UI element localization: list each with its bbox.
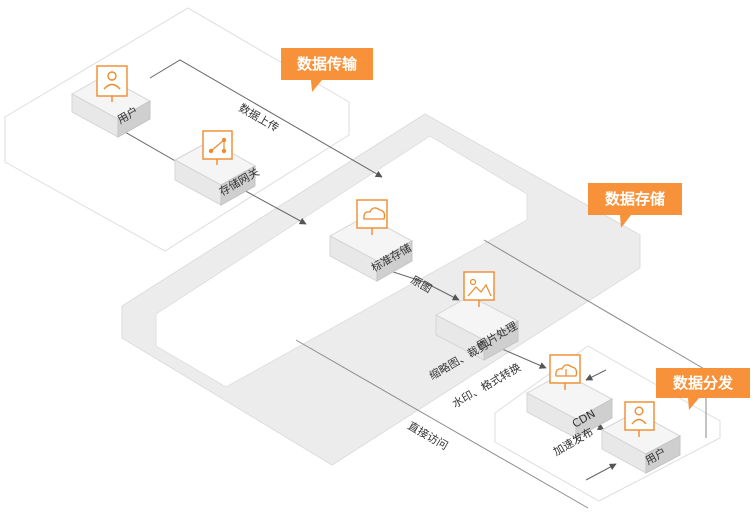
- cdn-monitor-icon: [549, 354, 581, 390]
- node-gateway[interactable]: 存储网关: [173, 130, 262, 206]
- edge-label-direct: 直接访问: [406, 418, 451, 452]
- node-user-bottom[interactable]: 用户: [600, 401, 682, 474]
- node-user-top[interactable]: 用户: [70, 65, 152, 138]
- node-standard-storage[interactable]: 标准存储: [328, 199, 414, 282]
- edge-gateway-storage: [239, 187, 307, 225]
- callout-storage: 数据存储: [588, 183, 682, 228]
- user-monitor-icon: [624, 401, 655, 437]
- callout-distribution: 数据分发: [656, 368, 750, 410]
- callout-transfer-text: 数据传输: [297, 55, 358, 73]
- user-monitor-icon: [96, 65, 128, 102]
- edge-upload: [149, 59, 383, 178]
- edge-original: [380, 267, 460, 301]
- edge-frame-cdn: [585, 369, 607, 381]
- transfer-zone: [4, 7, 350, 252]
- edge-direct: [585, 463, 617, 481]
- callout-transfer: 数据传输: [281, 48, 373, 92]
- callout-distribution-text: 数据分发: [673, 374, 734, 392]
- cloud-monitor-icon: [356, 199, 388, 235]
- callout-storage-text: 数据存储: [605, 190, 665, 208]
- image-monitor-icon: [463, 271, 495, 307]
- node-cdn[interactable]: CDN: [525, 354, 614, 439]
- gateway-monitor-icon: [202, 130, 233, 165]
- node-image-processing[interactable]: 图片处理: [434, 271, 520, 361]
- direct-frame-line: [295, 339, 589, 509]
